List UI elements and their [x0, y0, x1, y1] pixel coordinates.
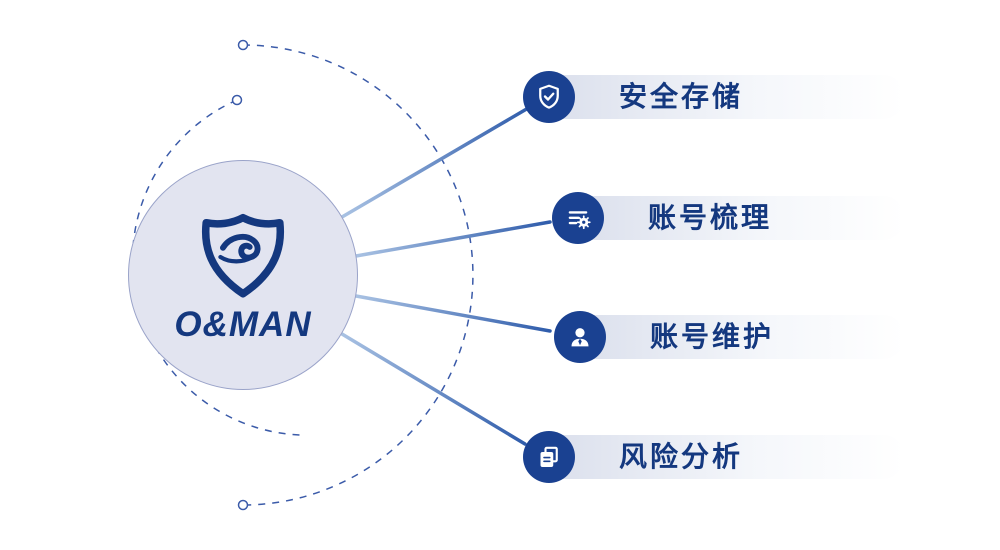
feature-label: 账号维护: [650, 321, 775, 352]
node-dot-bottom: [237, 499, 249, 511]
shield-check-icon: [523, 71, 575, 123]
feature-label: 账号梳理: [648, 202, 773, 233]
feature-bar: [527, 75, 905, 119]
feature-row-account-sorting: 账号梳理: [552, 192, 905, 244]
feature-label: 安全存储: [619, 81, 744, 112]
feature-row-risk-analysis: 风险分析: [523, 431, 905, 483]
node-dot-upper-left: [231, 94, 243, 106]
feature-row-account-maintenance: 账号维护: [554, 311, 905, 363]
shield-wave-logo-icon: [201, 213, 285, 298]
feature-bar: [527, 435, 905, 479]
brand-circle: O&MAN: [128, 160, 358, 390]
node-dot-top: [237, 39, 249, 51]
feature-bar: [556, 196, 905, 240]
feature-row-secure-storage: 安全存储: [523, 71, 905, 123]
risk-documents-icon: [523, 431, 575, 483]
feature-bar: [558, 315, 905, 359]
dashed-arc-outer: [242, 44, 474, 506]
connector-line-1: [340, 105, 532, 219]
brand-name: O&MAN: [174, 305, 312, 344]
connector-line-4: [340, 332, 527, 446]
dashed-arc-inner: [131, 99, 301, 436]
user-icon: [554, 311, 606, 363]
connector-line-2: [354, 220, 552, 258]
connector-line-3: [354, 294, 552, 333]
feature-label: 风险分析: [619, 441, 744, 472]
account-list-gear-icon: [552, 192, 604, 244]
